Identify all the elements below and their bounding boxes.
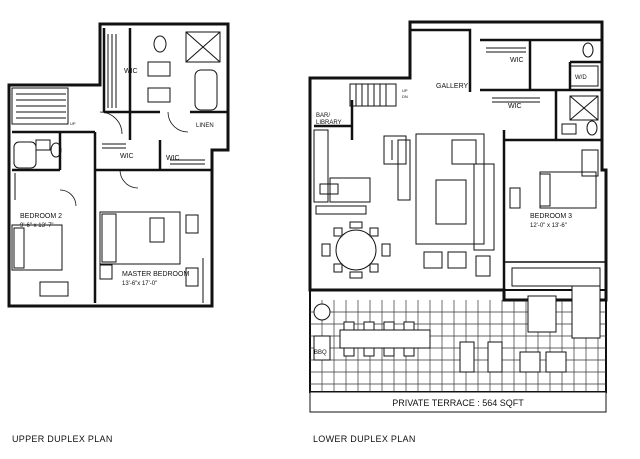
lower-kitchen <box>313 129 407 215</box>
upper-door-swings <box>59 111 189 207</box>
private-terrace-label: PRIVATE TERRACE : 564 SQFT <box>392 398 524 408</box>
lower-outer-wall <box>308 20 608 302</box>
lower-gallery-wall <box>410 28 472 92</box>
lower-duplex-plan <box>308 20 608 393</box>
lower-stair <box>349 83 397 107</box>
bedroom2-size: 9'-6" x 13'-7" <box>20 223 54 229</box>
lower-closet-hatching <box>486 47 599 103</box>
upper-closet-hatching <box>14 34 205 200</box>
lower-bath-fixtures <box>561 42 599 177</box>
bedroom2-name: BEDROOM 2 <box>20 213 62 220</box>
bar-library-label-line2: LIBRARY <box>316 120 342 126</box>
upper-wic-mid2-label: WIC <box>166 155 180 162</box>
bedroom3-size: 12'-0" x 13'-6" <box>530 223 567 229</box>
lower-duplex-caption: LOWER DUPLEX PLAN <box>313 434 416 444</box>
terrace-caption-band <box>309 391 607 413</box>
lower-bedroom3-furniture <box>509 171 597 209</box>
lower-up-label: UP <box>402 88 408 93</box>
upper-up-label: UP <box>70 121 76 126</box>
upper-duplex-plan <box>7 22 230 308</box>
lower-wic-top-label: WIC <box>510 57 524 64</box>
lower-dining-table <box>321 221 391 279</box>
master-bedroom-size: 13'-6"x 17'-0" <box>122 281 157 287</box>
lower-partitions <box>314 38 602 290</box>
lower-living-area <box>397 133 495 277</box>
upper-wic-mid-label: WIC <box>120 153 134 160</box>
upper-linen-label: LINEN <box>196 123 214 129</box>
upper-duplex-caption: UPPER DUPLEX PLAN <box>12 434 113 444</box>
terrace-furniture <box>313 267 601 373</box>
upper-partitions <box>12 28 228 303</box>
bedroom3-name: BEDROOM 3 <box>530 213 572 220</box>
lower-dn-label: DN <box>402 94 408 99</box>
upper-stair <box>11 87 69 125</box>
lower-wic-mid-label: WIC <box>508 103 522 110</box>
master-bedroom-name: MASTER BEDROOM <box>122 271 189 278</box>
upper-wic-top-label: WIC <box>124 68 138 75</box>
upper-outer-wall <box>7 22 230 308</box>
bbq-label: BBQ <box>314 350 327 356</box>
bar-library-label-line1: BAR/ <box>316 113 330 119</box>
wd-label: W/D <box>575 75 587 81</box>
upper-bath-fixtures <box>13 31 221 169</box>
upper-furniture <box>11 211 199 297</box>
gallery-label: GALLERY <box>436 83 468 90</box>
